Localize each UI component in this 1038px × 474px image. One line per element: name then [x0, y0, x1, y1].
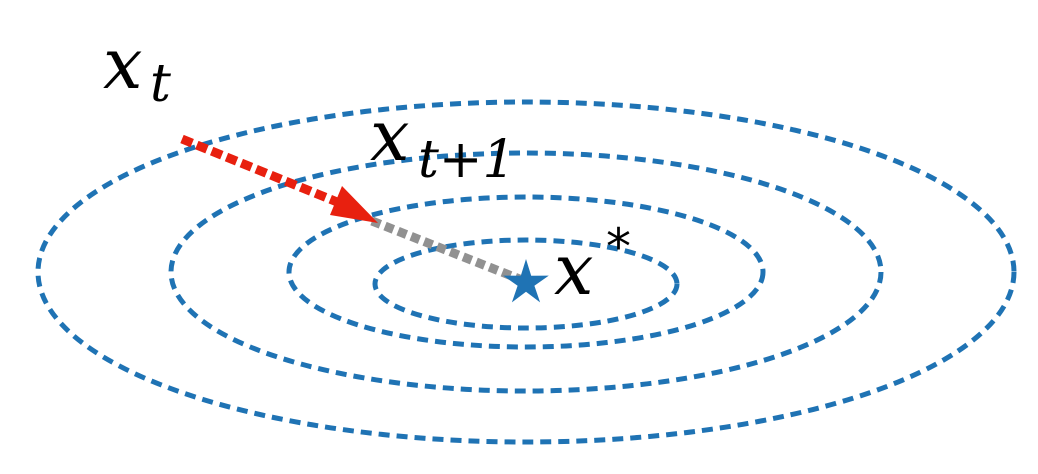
contour-ellipse-outer [35, 99, 1017, 445]
contour-lines [35, 99, 1017, 445]
label-x-t-subscript: t [150, 54, 171, 114]
contour-ellipse-mid-inner [286, 194, 766, 350]
label-x-star-base: x [554, 229, 593, 311]
label-x-star-superscript: * [606, 218, 631, 276]
label-x-t: x t [103, 23, 171, 114]
contour-ellipse-mid-outer [168, 150, 884, 394]
label-x-t-base: x [103, 23, 142, 105]
contour-ellipse-inner [372, 237, 680, 331]
label-x-star: x * [554, 218, 631, 311]
arrow-head-icon [330, 186, 378, 223]
star-icon [503, 259, 549, 303]
label-x-t-plus-1: x t+1 [370, 95, 516, 190]
remaining-path-line [370, 216, 524, 285]
label-x-t-plus-1-base: x [370, 95, 409, 177]
label-x-t-plus-1-subscript: t+1 [418, 130, 516, 190]
step-arrow-line [180, 134, 344, 209]
